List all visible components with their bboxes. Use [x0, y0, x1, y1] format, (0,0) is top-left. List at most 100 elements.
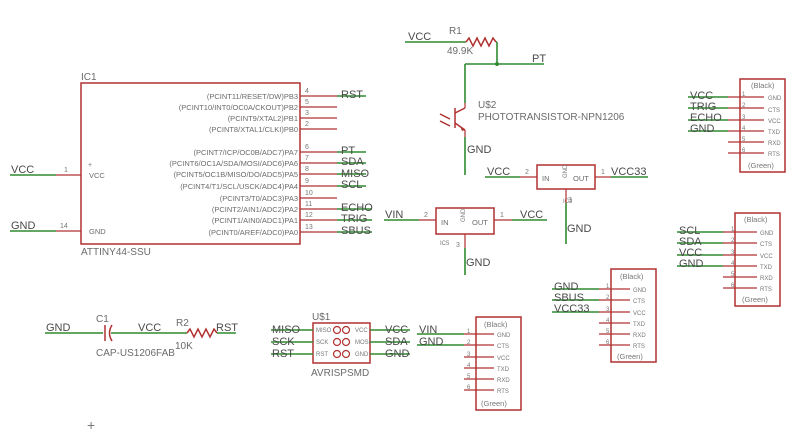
u1-pin-label: VCC	[355, 328, 368, 334]
header-body	[739, 78, 786, 173]
header-bottom-label: (Green)	[748, 161, 774, 170]
net-label: VCC	[385, 324, 408, 336]
net-label: VCC33	[554, 303, 589, 315]
u2-phototransistor[interactable]: U$2 PHOTOTRANSISTOR-NPN1206 GND	[439, 64, 625, 175]
header-pin-num: 2	[742, 103, 746, 109]
header-pin-num: 4	[731, 261, 735, 267]
header-pin-label: CTS	[633, 299, 645, 305]
header-pin-num: 1	[606, 284, 610, 290]
ic1-pin-num: 5	[305, 99, 309, 106]
ic1-pin-name: (PCINT10/INT0/OC0A/CKOUT)PB2	[179, 103, 298, 112]
header-pin-label: RTS	[497, 389, 509, 395]
header-body	[610, 268, 657, 363]
ic1-attiny44[interactable]: IC1 ATTINY44-SSU + 1 14 VCC GND VCC GND …	[10, 72, 373, 258]
header-top-label: (Black)	[484, 320, 508, 329]
ic3-ref: IC3	[563, 199, 573, 205]
header-pin-num: 5	[606, 329, 610, 335]
header-pin-num: 1	[731, 227, 735, 233]
net-label: VIN	[385, 209, 403, 221]
header-pin-num: 3	[742, 115, 746, 121]
header-pin-num: 1	[742, 92, 746, 98]
header-pin-num: 5	[467, 374, 471, 380]
ic5-pin-num: 1	[500, 212, 504, 219]
header-ftdi[interactable]: (Black) (Green) GND CTS VCC TXD RXD RTS …	[728, 78, 786, 173]
header-pin-label: GND	[768, 96, 782, 102]
ic1-pin-num: 13	[305, 224, 313, 231]
net-label: VIN	[419, 324, 437, 336]
net-label: MISO	[341, 168, 370, 180]
ic3-in-label: IN	[542, 174, 550, 183]
header-pin-num: 6	[742, 148, 746, 154]
r2-value: 10K	[175, 341, 193, 352]
header-bottom-nets: VIN GND	[417, 324, 464, 348]
u1-pin-label: MISO	[316, 328, 332, 334]
net-label: GND	[554, 281, 579, 293]
ic5-in-label: IN	[441, 218, 449, 227]
origin-cross: +	[87, 417, 95, 429]
net-label: GND	[419, 336, 444, 348]
net-label: PT	[341, 145, 355, 157]
header-bottom-label: (Green)	[617, 352, 643, 361]
ic1-pin-num: 9	[305, 178, 309, 185]
header-pin-label: VCC	[633, 311, 646, 317]
ic3-regulator[interactable]: VCC 2 IN OUT GND IC3 1 VCC33 3 GND	[485, 164, 648, 244]
u1-pin-label: GND	[355, 352, 369, 358]
header-top-label: (Black)	[751, 81, 775, 90]
header-ftdi[interactable]: (Black) (Green) GND CTS VCC TXD RXD RTS …	[464, 316, 522, 411]
header-pin-num: 2	[467, 340, 471, 346]
net-label: SDA	[341, 156, 364, 168]
ic1-pin-num: 14	[60, 223, 68, 230]
ic3-out-label: OUT	[573, 174, 589, 183]
ic5-regulator[interactable]: VIN 2 IN OUT GND IC5 1 VCC 3 GND	[384, 207, 547, 275]
c1-capacitor[interactable]: GND VCC C1 CAP-US1206FAB	[45, 314, 187, 359]
u1-pin-label: SCK	[316, 340, 328, 346]
header-pin-num: 3	[606, 307, 610, 313]
net-label: RST	[272, 348, 294, 360]
r2-resistor[interactable]: R2 10K RST	[175, 318, 238, 352]
header-ftdi[interactable]: (Black) (Green) GND CTS VCC TXD RXD RTS …	[599, 268, 657, 363]
ic5-pin-num: 2	[424, 212, 428, 219]
net-label: GND	[679, 258, 704, 270]
header-ftdi[interactable]: (Black) (Green) GND CTS VCC TXD RXD RTS …	[723, 212, 781, 307]
ic1-pin-num: 2	[305, 121, 309, 128]
net-label: GND	[567, 223, 592, 235]
u1-ref: U$1	[312, 312, 331, 323]
net-label: VCC	[690, 90, 713, 102]
ic1-pin-num: 12	[305, 212, 313, 219]
header-pin-label: RXD	[768, 141, 781, 147]
ic1-pin-name: (PCINT2/AIN1/ADC2)PA2	[212, 205, 298, 214]
ic1-pin-name: (PCINT0/AREF/ADC0)PA0	[209, 228, 298, 237]
header-pin-label: VCC	[497, 356, 510, 362]
net-label: GND	[467, 144, 492, 156]
header-mid-nets: GND SBUS VCC33	[552, 281, 599, 315]
ic1-pin-num: 3	[305, 110, 309, 117]
net-label: ECHO	[690, 112, 722, 124]
c1-ref: C1	[96, 314, 109, 325]
u1-avrisp-header[interactable]: U$1 AVRISPSMD MISO SCK RST VCC MOSI GND …	[271, 312, 410, 379]
header-mid-right-nets: SCL SDA VCC GND	[677, 225, 723, 270]
header-pin-num: 3	[467, 352, 471, 358]
header-pin-label: VCC	[768, 119, 781, 125]
net-label: VCC	[679, 247, 702, 259]
header-pin-num: 4	[742, 126, 746, 132]
net-label: VCC	[487, 166, 510, 178]
ic1-pin-name: (PCINT1/AIN0/ADC1)PA1	[212, 216, 298, 225]
header-pin-num: 3	[731, 250, 735, 256]
ic1-pin-name: (PCINT3/T0/ADC3)PA3	[220, 194, 298, 203]
r1-ref: R1	[449, 26, 462, 37]
r1-resistor[interactable]: VCC R1 49.9K PT	[405, 26, 546, 66]
c1-value: CAP-US1206FAB	[96, 348, 175, 359]
ic1-ref: IC1	[81, 72, 97, 83]
ic5-out-label: OUT	[472, 218, 488, 227]
ic1-pin-name: (PCINT8/XTAL1/CLKI)PB0	[209, 125, 298, 134]
header-pin-label: RXD	[760, 276, 773, 282]
ic1-pin-num: 7	[305, 155, 309, 162]
header-pin-num: 2	[731, 238, 735, 244]
header-pin-label: GND	[497, 333, 511, 339]
ic1-pin-name: (PCINT9/XTAL2)PB1	[228, 114, 298, 123]
header-body	[734, 212, 781, 307]
ic1-pin-name: (PCINT5/OC1B/MISO/DO/ADC5)PA5	[174, 170, 298, 179]
header-pin-label: VCC	[760, 254, 773, 260]
header-pin-label: RTS	[633, 344, 645, 350]
